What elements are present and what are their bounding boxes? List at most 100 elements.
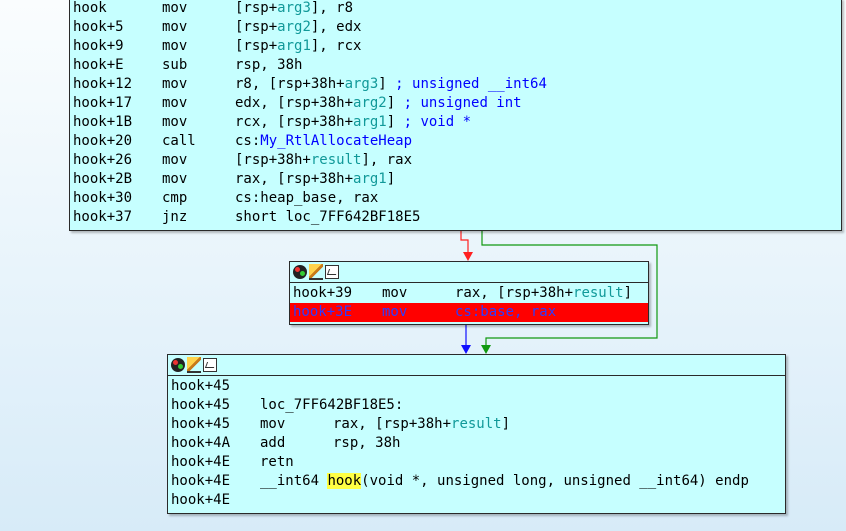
mnemonic: mov <box>162 114 188 130</box>
operand-token: arg3 <box>277 0 311 16</box>
operands: cs:base, rax <box>455 303 556 322</box>
operand-token: result <box>573 285 624 301</box>
mnemonic: mov <box>162 38 188 54</box>
disasm-line[interactable]: hook+17 mov edx, [rsp+38h+arg2] ; unsigned… <box>70 94 841 113</box>
address-label: hook+45 <box>171 378 231 394</box>
prototype-part: hook <box>327 473 362 489</box>
operands: rax, [rsp+38h+arg1] <box>235 170 395 189</box>
disasm-line[interactable]: hook+4E retn <box>168 453 785 472</box>
address-label: hook+3E <box>293 304 353 320</box>
operand-token: result <box>310 152 362 168</box>
disasm-line[interactable]: hook+4E <box>168 491 785 510</box>
address-label: hook+E <box>73 57 124 73</box>
operand-token: arg1 <box>277 38 311 54</box>
disasm-line[interactable]: hook+26 mov [rsp+38h+result], rax <box>70 151 841 170</box>
address-label: hook+45 <box>171 416 231 432</box>
block-header <box>290 262 648 283</box>
operands: rax, [rsp+38h+result] <box>333 415 510 434</box>
mnemonic: mov <box>382 304 408 320</box>
address-label: hook+4E <box>171 473 231 489</box>
disasm-line[interactable]: hook+3E mov cs:base, rax <box>290 303 648 322</box>
disasm-line[interactable]: hook+2B mov rax, [rsp+38h+arg1] <box>70 170 841 189</box>
address-label: hook+5 <box>73 19 124 35</box>
mnemonic: retn <box>260 454 294 470</box>
mnemonic: jnz <box>162 209 188 225</box>
operand-token: [rsp+38h+ <box>235 152 311 168</box>
edge-false-branch <box>460 229 469 253</box>
disasm-line[interactable]: hook+4E__int64 hook(void *, unsigned lon… <box>168 472 785 491</box>
operand-token: arg1 <box>353 114 387 130</box>
address-label: hook+45 <box>171 397 231 413</box>
mnemonic: mov <box>162 171 188 187</box>
address-label: hook+39 <box>293 285 353 301</box>
address-label: hook+2B <box>73 171 133 187</box>
operand-token: arg3 <box>344 76 379 92</box>
mnemonic: mov <box>162 95 188 111</box>
operand-token: ], rax <box>361 152 413 168</box>
operands: edx, [rsp+38h+arg2] ; unsigned int <box>235 94 522 113</box>
edge-true-branch <box>481 229 658 346</box>
operand-token: [rsp+ <box>235 19 278 35</box>
operand-token: [rsp+ <box>235 38 278 54</box>
color-picker-icon[interactable] <box>171 358 185 372</box>
operand-token: ], rcx <box>310 38 362 54</box>
operand-token: rax, [rsp+38h+ <box>455 285 574 301</box>
operand-token: ] <box>378 76 396 92</box>
rename-icon[interactable] <box>309 264 323 280</box>
operand-token: ] <box>623 285 633 301</box>
mnemonic: call <box>162 133 196 149</box>
operand-token: arg2 <box>353 95 387 111</box>
address-label: hook+26 <box>73 152 133 168</box>
operands: cs:My_RtlAllocateHeap <box>235 132 412 151</box>
color-picker-icon[interactable] <box>293 265 307 279</box>
operand-token: ], r8 <box>310 0 354 16</box>
address-label: hook <box>73 0 107 16</box>
address-label: hook+4E <box>171 454 231 470</box>
disasm-line[interactable]: hook+45 mov rax, [rsp+38h+result] <box>168 415 785 434</box>
disasm-line[interactable]: hook+1B mov rcx, [rsp+38h+arg1] ; void * <box>70 113 841 132</box>
operands: [rsp+38h+result], rax <box>235 151 412 170</box>
operand-token: ] <box>501 416 511 432</box>
prototype-part: __int64 <box>260 473 328 489</box>
operands: cs:heap_base, rax <box>235 189 378 208</box>
group-nodes-icon[interactable] <box>203 358 217 372</box>
operand-token: ; unsigned __int64 <box>395 76 547 92</box>
address-label: hook+30 <box>73 190 133 206</box>
disasm-line[interactable]: hook+9 mov [rsp+arg1], rcx <box>70 37 841 56</box>
edge-true-arrow <box>481 345 491 354</box>
mnemonic: add <box>260 435 286 451</box>
edge-false-arrow <box>463 252 473 261</box>
operands: [rsp+arg1], rcx <box>235 37 361 56</box>
rename-icon[interactable] <box>187 357 201 373</box>
operand-token: cs:heap_base, rax <box>235 190 379 206</box>
operand-token: rcx, [rsp+38h+ <box>235 114 354 130</box>
operand-token: ; void * <box>403 114 472 130</box>
mnemonic: mov <box>260 416 286 432</box>
operands: rsp, 38h <box>333 434 400 453</box>
operand-token: ] <box>386 171 396 187</box>
operand-token: rax, [rsp+38h+ <box>235 171 354 187</box>
operand-token: ] <box>386 114 404 130</box>
group-nodes-icon[interactable] <box>325 265 339 279</box>
disasm-line[interactable]: hook+45 <box>168 377 785 396</box>
operands: [rsp+arg3], r8 <box>235 0 353 18</box>
address-label: hook+37 <box>73 209 133 225</box>
mnemonic: mov <box>162 152 188 168</box>
address-label: hook+1B <box>73 114 133 130</box>
address-label: hook+17 <box>73 95 133 111</box>
address-label: hook+9 <box>73 38 124 54</box>
operand-token: result <box>451 416 502 432</box>
